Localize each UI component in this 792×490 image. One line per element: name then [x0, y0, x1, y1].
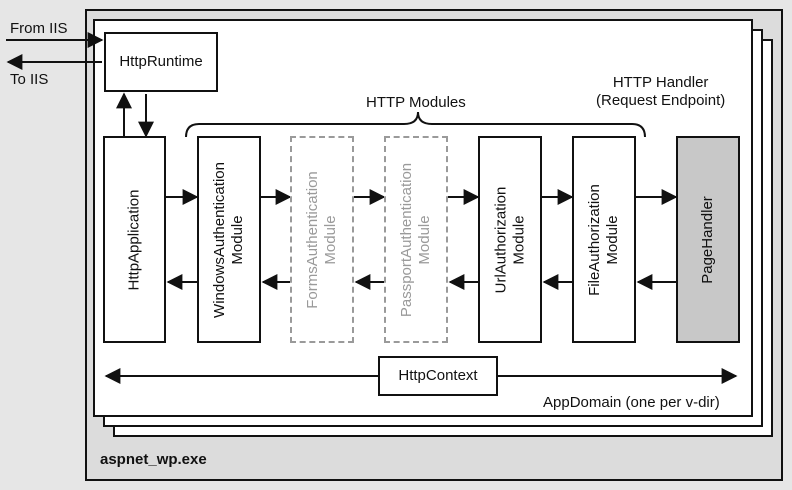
page-handler-box: PageHandler: [676, 136, 740, 343]
module-name: FormsAuthentication: [304, 170, 322, 309]
http-runtime-box: HttpRuntime: [104, 32, 218, 92]
module-box-disabled: FormsAuthentication Module: [290, 136, 354, 343]
http-handler-label: HTTP Handler (Request Endpoint): [596, 74, 726, 109]
module-suffix: Module: [510, 214, 527, 265]
module-name: WindowsAuthentication: [211, 161, 229, 318]
http-context-box: HttpContext: [378, 356, 498, 396]
module-box-disabled: PassportAuthentication Module: [384, 136, 448, 343]
modules-brace: [185, 111, 646, 138]
module-suffix: Module: [416, 214, 434, 265]
http-application-box: HttpApplication: [103, 136, 166, 343]
http-application-label: HttpApplication: [125, 189, 143, 290]
module-box: UrlAuthorization Module: [478, 136, 542, 343]
module-suffix: Module: [322, 214, 340, 265]
http-modules-label: HTTP Modules: [366, 94, 466, 111]
process-label: aspnet_wp.exe: [100, 451, 207, 468]
module-name: UrlAuthorization: [492, 186, 509, 293]
module-name: PassportAuthentication: [398, 162, 416, 317]
module-box: FileAuthorization Module: [572, 136, 636, 343]
from-iis-label: From IIS: [10, 20, 68, 37]
http-context-label: HttpContext: [398, 367, 478, 384]
to-iis-label: To IIS: [10, 71, 49, 88]
appdomain-label: AppDomain (one per v-dir): [543, 394, 720, 411]
module-suffix: Module: [229, 214, 247, 265]
page-handler-label: PageHandler: [699, 195, 716, 284]
module-name: FileAuthorization: [586, 183, 604, 296]
module-box: WindowsAuthentication Module: [197, 136, 261, 343]
module-suffix: Module: [604, 214, 622, 265]
http-runtime-label: HttpRuntime: [119, 53, 203, 70]
